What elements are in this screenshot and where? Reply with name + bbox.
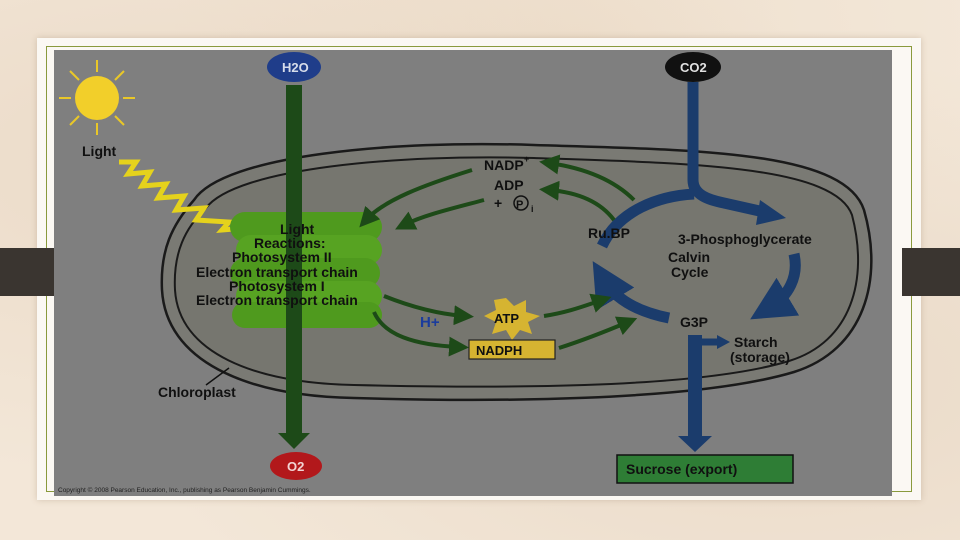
water-node [267,52,321,82]
water-label: H2O [282,60,309,75]
atp-to-calvin-arrow [543,293,612,318]
to-nadph-arrow [372,311,469,357]
co2-path-arrow [687,82,766,218]
sun-icon [59,60,135,135]
calvin-cycle-line1: Calvin [668,249,710,265]
starch-label-line2: (storage) [730,349,790,365]
right-tab [902,248,960,296]
adp-label: ADP [494,177,524,193]
calvin-arc-right [750,252,801,320]
thylakoid-stack-icon [230,212,382,328]
light-zigzag-icon [119,159,247,234]
left-tab [0,248,54,296]
adp-from-calvin-arrow [539,180,616,222]
pi-sub-label: i [531,204,534,214]
atp-label: ATP [494,311,519,326]
co2-node [665,52,721,82]
pi-symbol-label: P [516,199,523,211]
light-label: Light [82,143,117,159]
atp-burst-icon [484,298,540,340]
co2-arrowhead-icon [756,200,786,225]
nadp-sup-label: + [524,154,529,164]
chloroplast-label: Chloroplast [158,384,236,400]
pi-prefix-label: + [494,195,502,211]
to-atp-arrow [383,294,474,326]
nadp-from-calvin-arrow [539,154,636,202]
light-reactions-line2: Reactions: [254,235,326,251]
sucrose-path-arrow [688,335,702,440]
light-reactions-line4: Electron transport chain [196,264,358,280]
light-reactions-line5: Photosystem I [229,278,325,294]
sucrose-box [616,454,794,484]
chloroplast-pointer [205,367,230,386]
rubp-label: Ru.BP [588,225,630,241]
water-path-arrow [286,85,302,435]
calvin-cycle-line2: Cycle [671,264,709,280]
light-reactions-line3: Photosystem II [232,249,332,265]
oxygen-node [270,452,322,480]
h-plus-label: H+ [420,314,440,331]
adp-return-arrow [395,198,485,230]
g3p-label: G3P [680,314,708,330]
sucrose-arrowhead-icon [678,436,712,452]
calvin-arc-bottom [592,261,671,324]
starch-arrowhead-icon [717,335,730,349]
sucrose-label: Sucrose (export) [626,461,737,477]
nadph-box [468,339,556,360]
photosynthesis-diagram: H2O O2 CO2 ATP NADPH H+ Light Reactions:… [58,52,873,494]
nadp-label: NADP [484,157,524,173]
oxygen-label: O2 [287,459,304,474]
phosphate-icon [513,195,529,211]
nadph-label: NADPH [476,343,522,358]
oxygen-arrowhead-icon [278,433,310,449]
pga-label: 3-Phosphoglycerate [678,231,812,247]
nadp-return-arrow [359,168,473,228]
light-reactions-line1: Light [280,221,315,237]
copyright-text: Copyright © 2008 Pearson Education, Inc.… [58,486,311,494]
photosynthesis-figure: H2O O2 CO2 ATP NADPH H+ Light Reactions:… [54,50,892,496]
starch-label-line1: Starch [734,334,778,350]
light-reactions-line6: Electron transport chain [196,292,358,308]
nadph-to-calvin-arrow [558,316,638,350]
co2-label: CO2 [680,60,707,75]
calvin-arc-top [597,188,695,249]
